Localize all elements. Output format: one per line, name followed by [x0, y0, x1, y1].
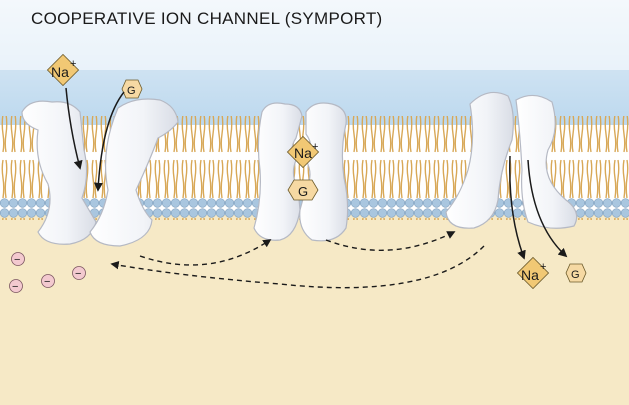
conformation-arrow-return [110, 245, 485, 289]
glucose-marker-outside: G [121, 79, 143, 99]
conformation-arrow-1-to-2 [139, 239, 272, 266]
channel-protein-open-outside [21, 98, 179, 247]
sodium-exit-arrow [509, 155, 526, 260]
released-glucose-label: G [571, 269, 580, 281]
sodium-marker-outside: Na + [46, 53, 80, 87]
negative-ion-2: − [41, 274, 55, 288]
negative-ion-1-label: − [12, 281, 18, 293]
cytoplasm [0, 215, 629, 405]
negative-ion-4: − [11, 252, 25, 266]
negative-ion-3-label: − [75, 268, 81, 280]
conformation-arrow-2-to-3 [325, 231, 456, 251]
bound-sodium-marker: Na + [286, 135, 320, 169]
negative-ion-3: − [72, 266, 86, 280]
sodium-entry-arrow [65, 87, 83, 170]
glucose-exit-arrow [527, 159, 568, 258]
released-sodium-charge: + [540, 261, 546, 273]
outside-sodium-charge: + [70, 58, 76, 70]
bound-sodium-charge: + [312, 141, 318, 153]
negative-ion-1: − [9, 279, 23, 293]
glucose-entry-arrow [93, 91, 125, 192]
bound-sodium-label: Na [294, 145, 312, 161]
released-sodium-label: Na [521, 267, 539, 283]
diagram-title: COOPERATIVE ION CHANNEL (SYMPORT) [31, 9, 383, 28]
negative-ion-2-label: − [44, 276, 50, 288]
channel-protein-open-inside [445, 91, 578, 229]
outside-glucose-label: G [127, 85, 136, 97]
glucose-marker-released: G [565, 263, 587, 283]
negative-ion-4-label: − [14, 254, 20, 266]
bound-glucose-label: G [298, 184, 308, 199]
bound-glucose-marker: G [287, 179, 319, 201]
sodium-marker-released: Na + [516, 256, 550, 290]
channel-protein-occluded [253, 102, 349, 242]
outside-sodium-label: Na [51, 64, 69, 80]
